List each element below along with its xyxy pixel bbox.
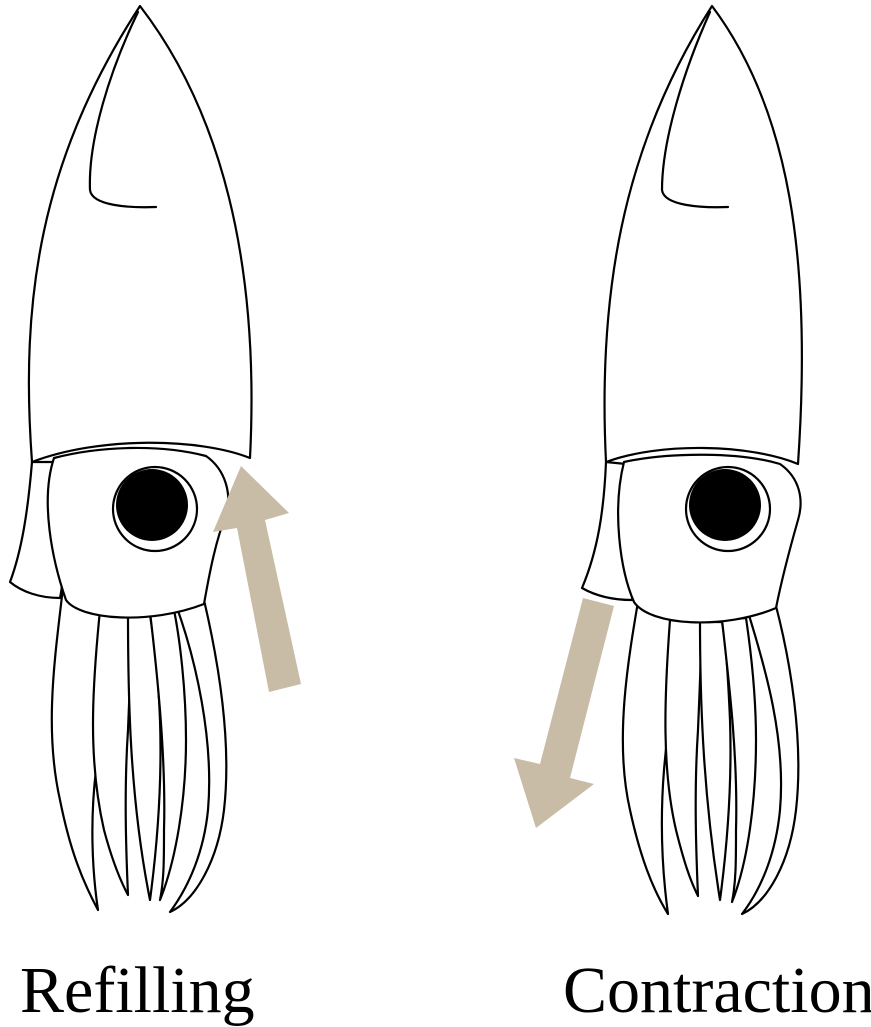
squid-left-tentacle-inner-left [93, 610, 131, 895]
squid-right-mantle [604, 6, 801, 464]
squid-left-eye [116, 469, 188, 541]
squid-right-eye [689, 469, 761, 541]
label-contraction: Contraction [563, 958, 871, 1024]
squid-refilling [10, 6, 252, 912]
squid-right-tentacle-inner-left [665, 620, 700, 896]
arrow-down-contraction [514, 598, 614, 828]
label-refilling: Refilling [20, 958, 255, 1024]
squid-left-mantle [29, 6, 252, 462]
squid-contraction [582, 6, 802, 914]
